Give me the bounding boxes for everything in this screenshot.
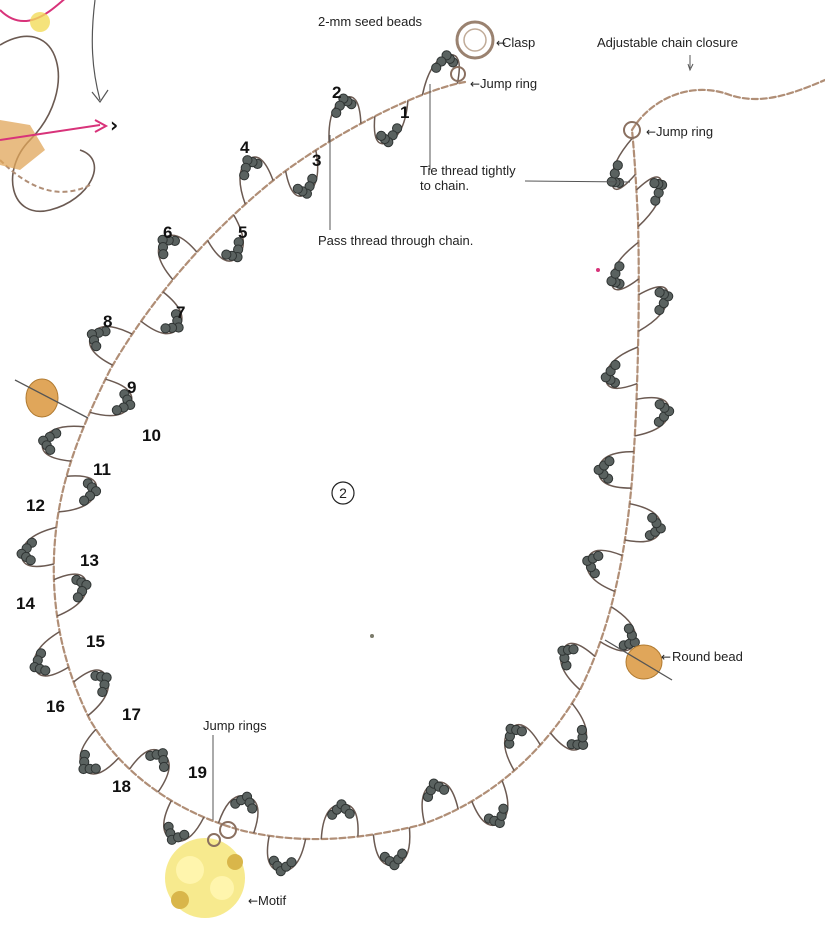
loop-number-3: 3 (312, 151, 321, 170)
loop-number-15: 15 (86, 632, 105, 651)
seed-bead (624, 624, 633, 633)
seed-bead (240, 171, 249, 180)
seed-bead (92, 342, 101, 351)
jump-ring-right-label: Jump ring (656, 124, 713, 139)
seed-bead (26, 556, 35, 565)
chain (54, 82, 639, 839)
seed-bead (398, 849, 407, 858)
seed-bead (293, 184, 302, 193)
round-bead-left-icon (15, 379, 88, 418)
svg-text:←: ← (661, 650, 671, 664)
seed-bead (46, 445, 55, 454)
previous-figure-fragment: › (0, 0, 118, 211)
loop-number-11: 11 (93, 460, 111, 479)
loop-number-8: 8 (103, 312, 112, 331)
motif-label: Motif (258, 893, 287, 908)
seed-bead (648, 513, 657, 522)
seed-bead (594, 551, 603, 560)
svg-text:←: ← (496, 36, 506, 50)
loop-number-12: 12 (26, 496, 45, 515)
seed-bead (222, 250, 231, 259)
seed-bead (248, 804, 257, 813)
figure-number: 2 (339, 485, 347, 501)
adjustable-chain-closure (632, 80, 825, 130)
seed-bead (377, 131, 386, 140)
seed-bead (611, 360, 620, 369)
seed-bead (161, 324, 170, 333)
svg-text:›: › (110, 113, 118, 137)
seed-bead (180, 830, 189, 839)
seed-bead (287, 858, 296, 867)
seed-bead (569, 645, 578, 654)
seed-bead (41, 666, 50, 675)
tie-thread-label-line2: to chain. (420, 178, 469, 193)
seed-bead (98, 687, 107, 696)
seed-bead (605, 457, 614, 466)
seed-bead (650, 179, 659, 188)
loop-number-9: 9 (127, 378, 136, 397)
seed-bead (332, 108, 341, 117)
seed-bead (613, 161, 622, 170)
seed-beads-label: 2-mm seed beads (318, 14, 423, 29)
seed-bead (112, 406, 121, 415)
loop-number-13: 13 (80, 551, 99, 570)
loop-number-10: 10 (142, 426, 161, 445)
seed-bead (440, 785, 449, 794)
loop-number-14: 14 (16, 594, 35, 613)
seed-bead (517, 727, 526, 736)
seed-bead (655, 288, 664, 297)
beaded-loops (17, 51, 674, 876)
clasp-label: Clasp (502, 35, 535, 50)
seed-bead (80, 496, 89, 505)
loop-number-2: 2 (332, 83, 341, 102)
seed-bead (655, 400, 664, 409)
seed-bead (159, 762, 168, 771)
clasp-icon (457, 22, 493, 58)
tie-thread-label-line1: Tie thread tightly (420, 163, 516, 178)
loop-number-18: 18 (112, 777, 131, 796)
seed-bead (499, 804, 508, 813)
loop-number-7: 7 (176, 303, 185, 322)
loop-number-5: 5 (238, 223, 247, 242)
seed-bead (577, 725, 586, 734)
seed-bead (91, 764, 100, 773)
adjustable-chain-closure-label: Adjustable chain closure (597, 35, 738, 50)
loop-number-4: 4 (240, 138, 250, 157)
svg-text:←: ← (248, 894, 258, 908)
svg-text:←: ← (646, 125, 656, 139)
jump-ring-top-label: Jump ring (480, 76, 537, 91)
svg-text:←: ← (470, 77, 480, 91)
seed-bead (73, 593, 82, 602)
loop-number-16: 16 (46, 697, 65, 716)
loop-number-1: 1 (400, 103, 409, 122)
seed-bead (345, 809, 354, 818)
loop-number-17: 17 (122, 705, 141, 724)
jump-rings-label: Jump rings (203, 718, 267, 733)
seed-bead (159, 250, 168, 259)
round-bead-label: Round bead (672, 649, 743, 664)
loop-number-6: 6 (163, 223, 172, 242)
pass-thread-label: Pass thread through chain. (318, 233, 473, 248)
seed-bead (432, 63, 441, 72)
seed-bead (615, 262, 624, 271)
loop-number-19: 19 (188, 763, 207, 782)
